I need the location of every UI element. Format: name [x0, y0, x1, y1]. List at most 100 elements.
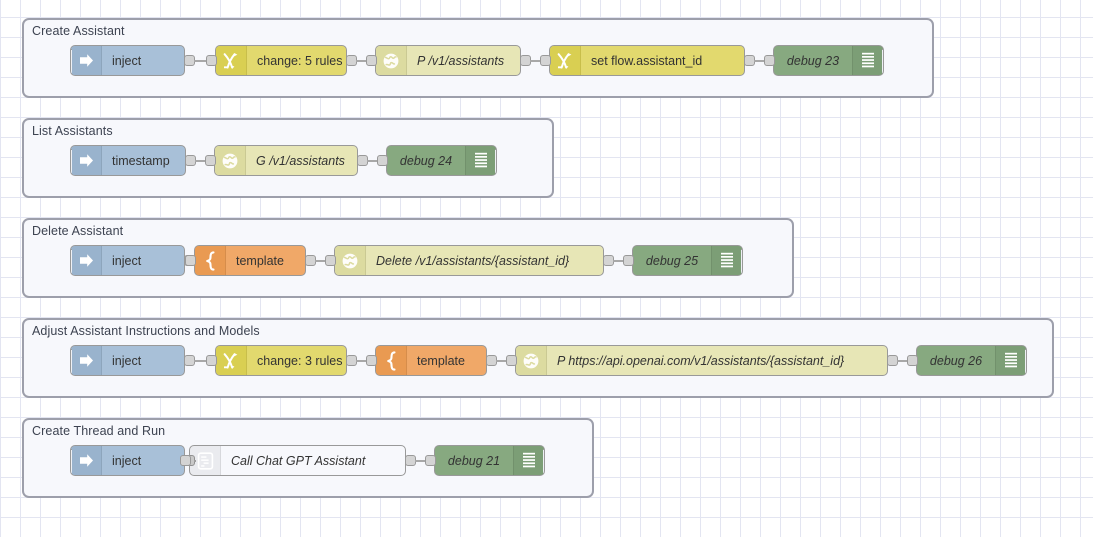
flow-wire[interactable]	[367, 160, 381, 162]
node-input-port[interactable]	[206, 55, 217, 66]
node-inject[interactable]: inject	[70, 445, 185, 476]
node-input-port[interactable]	[907, 355, 918, 366]
node-input-port[interactable]	[205, 155, 216, 166]
node-label: Delete /v1/assistants/{assistant_id}	[376, 253, 570, 268]
node-label: change: 3 rules	[257, 353, 343, 368]
flow-wire[interactable]	[195, 160, 209, 162]
node-input-port[interactable]	[325, 255, 336, 266]
node-debug[interactable]: debug 23	[773, 45, 884, 76]
change-shuffle-icon	[216, 46, 247, 75]
globe-icon	[215, 146, 246, 175]
node-http-request[interactable]: Delete /v1/assistants/{assistant_id}	[334, 245, 604, 276]
debug-lines-icon	[995, 346, 1026, 375]
group-label: Create Thread and Run	[32, 424, 166, 438]
node-input-port[interactable]	[206, 355, 217, 366]
inject-trigger-button[interactable]	[71, 149, 72, 174]
flow-wire[interactable]	[415, 460, 429, 462]
group-label: Create Assistant	[32, 24, 125, 38]
node-label: inject	[112, 453, 142, 468]
flow-wire[interactable]	[194, 460, 196, 462]
debug-lines-icon	[852, 46, 883, 75]
flow-wire[interactable]	[754, 60, 768, 62]
group-label: Delete Assistant	[32, 224, 124, 238]
node-input-port[interactable]	[540, 55, 551, 66]
node-label: change: 5 rules	[257, 53, 343, 68]
node-change[interactable]: set flow.assistant_id	[549, 45, 745, 76]
flow-wire[interactable]	[613, 260, 627, 262]
node-debug[interactable]: debug 26	[916, 345, 1027, 376]
node-label: G /v1/assistants	[256, 153, 345, 168]
node-input-port[interactable]	[180, 455, 191, 466]
script-icon	[190, 446, 221, 475]
globe-icon	[376, 46, 407, 75]
node-label: P /v1/assistants	[417, 53, 505, 68]
node-label: Call Chat GPT Assistant	[231, 453, 366, 468]
globe-icon	[335, 246, 366, 275]
node-http-request[interactable]: G /v1/assistants	[214, 145, 358, 176]
node-inject[interactable]: timestamp	[70, 145, 186, 176]
node-inject[interactable]: inject	[70, 245, 185, 276]
node-input-port[interactable]	[506, 355, 517, 366]
debug-toggle-button[interactable]	[741, 249, 742, 274]
node-label: template	[236, 253, 284, 268]
node-template[interactable]: template	[375, 345, 487, 376]
curly-brace-icon	[195, 246, 226, 275]
node-debug[interactable]: debug 21	[434, 445, 545, 476]
flow-wire[interactable]	[315, 260, 329, 262]
node-label: timestamp	[112, 153, 170, 168]
inject-arrow-icon	[71, 46, 102, 75]
node-label: debug 26	[929, 353, 983, 368]
node-label: inject	[112, 53, 142, 68]
node-input-port[interactable]	[377, 155, 388, 166]
node-http-request[interactable]: P https://api.openai.com/v1/assistants/{…	[515, 345, 888, 376]
flow-wire[interactable]	[530, 60, 544, 62]
inject-arrow-icon	[71, 146, 102, 175]
node-input-port[interactable]	[366, 355, 377, 366]
debug-lines-icon	[711, 246, 742, 275]
node-change[interactable]: change: 3 rules	[215, 345, 347, 376]
group-label: List Assistants	[32, 124, 113, 138]
globe-icon	[516, 346, 547, 375]
node-label: inject	[112, 353, 142, 368]
change-shuffle-icon	[550, 46, 581, 75]
inject-trigger-button[interactable]	[71, 449, 72, 474]
debug-toggle-button[interactable]	[543, 449, 544, 474]
debug-lines-icon	[465, 146, 496, 175]
node-input-port[interactable]	[185, 255, 196, 266]
inject-trigger-button[interactable]	[71, 49, 72, 74]
flow-wire[interactable]	[356, 60, 370, 62]
node-inject[interactable]: inject	[70, 45, 185, 76]
flow-wire[interactable]	[194, 60, 210, 62]
flow-wire[interactable]	[194, 360, 210, 362]
node-debug[interactable]: debug 24	[386, 145, 497, 176]
node-http-request[interactable]: P /v1/assistants	[375, 45, 521, 76]
node-change[interactable]: change: 5 rules	[215, 45, 347, 76]
flow-wire[interactable]	[496, 360, 510, 362]
inject-trigger-button[interactable]	[71, 349, 72, 374]
node-template[interactable]: template	[194, 245, 306, 276]
node-label: debug 21	[447, 453, 501, 468]
node-debug[interactable]: debug 25	[632, 245, 743, 276]
change-shuffle-icon	[216, 346, 247, 375]
node-label: template	[417, 353, 465, 368]
node-label: debug 23	[786, 53, 840, 68]
node-chatgpt[interactable]: Call Chat GPT Assistant	[189, 445, 406, 476]
inject-trigger-button[interactable]	[71, 249, 72, 274]
debug-toggle-button[interactable]	[1025, 349, 1026, 374]
inject-arrow-icon	[71, 346, 102, 375]
node-input-port[interactable]	[425, 455, 436, 466]
flow-wire[interactable]	[897, 360, 911, 362]
node-label: inject	[112, 253, 142, 268]
flow-wire[interactable]	[356, 360, 370, 362]
node-label: P https://api.openai.com/v1/assistants/{…	[557, 353, 845, 368]
node-inject[interactable]: inject	[70, 345, 185, 376]
node-label: debug 24	[399, 153, 453, 168]
node-input-port[interactable]	[366, 55, 377, 66]
inject-arrow-icon	[71, 246, 102, 275]
debug-toggle-button[interactable]	[495, 149, 496, 174]
node-input-port[interactable]	[764, 55, 775, 66]
curly-brace-icon	[376, 346, 407, 375]
node-input-port[interactable]	[623, 255, 634, 266]
debug-toggle-button[interactable]	[882, 49, 883, 74]
